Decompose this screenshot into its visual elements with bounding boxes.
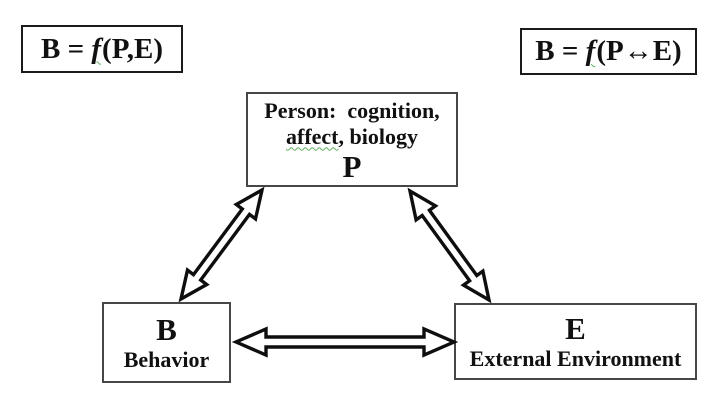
formula-left-text: B = f(P,E) xyxy=(40,32,163,65)
behavior-label: Behavior xyxy=(123,346,210,372)
formula-right-f: f xyxy=(585,35,596,67)
double-arrow-p-e-icon xyxy=(407,187,492,304)
person-letter: P xyxy=(342,148,362,184)
person-node-box: Person: cognition, affect, biology P xyxy=(246,92,458,187)
formula-right-suffix: (P↔E) xyxy=(596,35,682,67)
formula-left-f: f xyxy=(91,32,102,65)
behavior-node-box: B Behavior xyxy=(102,302,231,383)
person-line2-rest: , biology xyxy=(338,123,418,149)
environment-label: External Environment xyxy=(469,345,682,371)
environment-node-box: E External Environment xyxy=(454,303,697,380)
formula-right-prefix: B = xyxy=(535,35,586,67)
person-affect-word: affect xyxy=(286,123,339,149)
behavior-letter: B xyxy=(156,311,177,347)
double-arrow-b-e-icon xyxy=(231,326,459,358)
formula-box-b-f-pe: B = f(P,E) xyxy=(21,25,183,73)
formula-left-prefix: B = xyxy=(40,32,92,65)
formula-left-suffix: (P,E) xyxy=(102,32,163,65)
formula-box-b-f-p-bidirectional-e: B = f(P↔E) xyxy=(520,28,697,75)
formula-right-text: B = f(P↔E) xyxy=(535,37,681,66)
double-arrow-p-b-icon xyxy=(178,186,265,303)
person-line2: affect, biology xyxy=(286,124,418,150)
person-line1: Person: cognition, xyxy=(264,97,440,123)
environment-letter: E xyxy=(565,310,586,346)
